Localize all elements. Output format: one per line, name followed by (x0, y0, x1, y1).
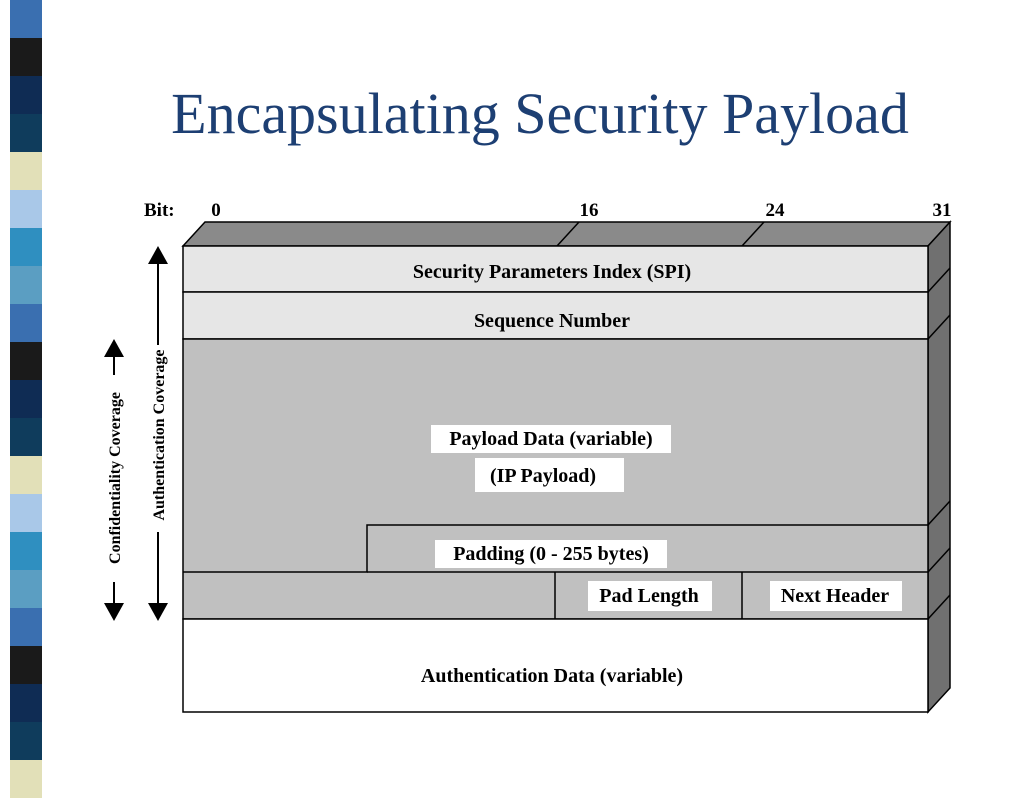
authentication-coverage-arrow (148, 246, 168, 621)
side-face-divider (927, 314, 951, 340)
spi-label: Security Parameters Index (SPI) (413, 261, 691, 283)
slide-title: Encapsulating Security Payload (171, 81, 909, 146)
payload-padding-boundary (183, 524, 928, 573)
stripe-block (10, 494, 42, 532)
side-face-divider (927, 547, 951, 573)
side-face-divider (927, 594, 951, 620)
pad-length-label-bg (588, 581, 712, 611)
stripe-block (10, 532, 42, 570)
pad-length-label: Pad Length (599, 585, 698, 607)
ip-payload-label: (IP Payload) (490, 465, 596, 487)
payload-label: Payload Data (variable) (449, 428, 652, 450)
next-header-label: Next Header (781, 585, 889, 607)
sequence-field (182, 291, 929, 340)
stripe-block (10, 570, 42, 608)
next-header-label-bg (770, 581, 902, 611)
stripe-block (10, 0, 42, 38)
confidentiality-coverage-label: Confidentiality Coverage (107, 392, 124, 564)
stripe-block (10, 228, 42, 266)
auth-data-field (182, 618, 929, 713)
top-face-divider-24 (741, 221, 765, 247)
box-side-face (927, 220, 951, 714)
stripe-block (10, 114, 42, 152)
stripe-block (10, 646, 42, 684)
auth-data-label: Authentication Data (variable) (421, 665, 683, 687)
padding-label-bg (435, 540, 667, 568)
sequence-label: Sequence Number (474, 310, 630, 332)
stripe-block (10, 76, 42, 114)
padding-label: Padding (0 - 255 bytes) (453, 543, 649, 565)
stripe-block (10, 304, 42, 342)
ip-payload-label-bg (475, 458, 624, 492)
bit-tick-24: 24 (766, 200, 786, 221)
stripe-block (10, 684, 42, 722)
stripe-block (10, 152, 42, 190)
stripe-block (10, 722, 42, 760)
confidentiality-coverage-arrow (104, 339, 124, 621)
stripe-block (10, 342, 42, 380)
esp-packet-diagram: Security Parameters Index (SPI) Sequence… (104, 200, 952, 714)
stripe-block (10, 608, 42, 646)
decorative-stripe (0, 0, 44, 798)
side-face-divider (927, 267, 951, 293)
bit-tick-16: 16 (580, 200, 599, 221)
stripe-block (10, 418, 42, 456)
side-face-divider (927, 500, 951, 526)
payload-label-bg (431, 425, 671, 453)
bit-tick-31: 31 (933, 200, 952, 221)
stripe-block (10, 190, 42, 228)
stripe-block (10, 456, 42, 494)
bit-label: Bit: (144, 200, 175, 221)
top-face-divider-16 (556, 221, 580, 247)
stripe-block (10, 266, 42, 304)
bit-tick-0: 0 (211, 200, 221, 221)
box-top-face (181, 221, 952, 247)
stripe-block (10, 380, 42, 418)
stripe-block (10, 38, 42, 76)
authentication-coverage-label: Authentication Coverage (151, 349, 168, 520)
spi-field (182, 245, 929, 293)
